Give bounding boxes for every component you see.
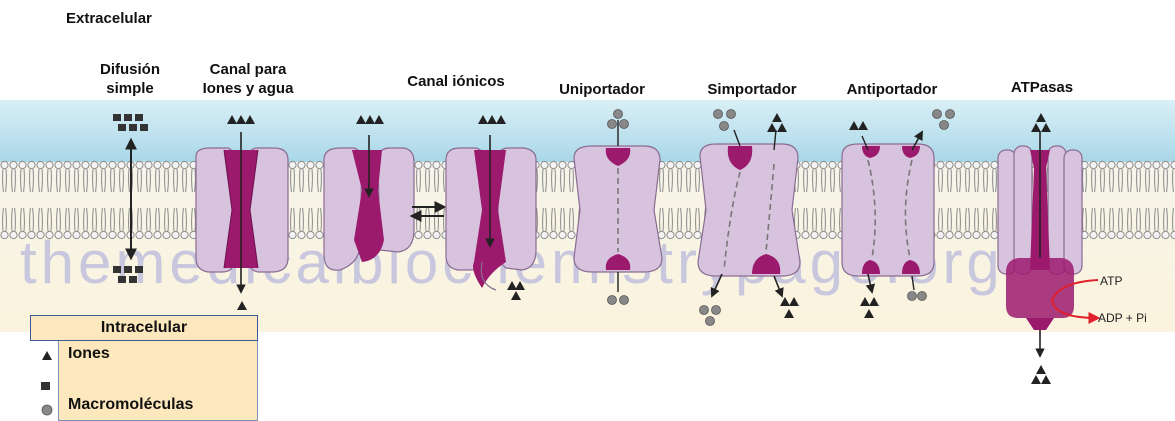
label-difusion-simple: Difusión simple	[92, 60, 168, 98]
adp-label: ADP + Pi	[1098, 311, 1147, 325]
legend-title: Intracelular	[30, 315, 258, 341]
label-uniportador: Uniportador	[546, 80, 658, 99]
label-canal-agua: Canal para Iones y agua	[192, 60, 304, 98]
legend-symbols	[41, 351, 52, 415]
label-atpasas: ATPasas	[1000, 78, 1084, 97]
label-canal-ionicos: Canal iónicos	[396, 72, 516, 91]
macromolecule-circle-symbol	[42, 405, 52, 415]
extracellular-label: Extracelular	[66, 9, 152, 28]
label-antiportador: Antiportador	[834, 80, 950, 99]
legend-item-iones: Iones	[68, 345, 110, 363]
legend-item-macromoleculas: Macromoléculas	[68, 396, 193, 414]
label-simportador: Simportador	[696, 80, 808, 99]
macromolecule-square-symbol	[41, 382, 50, 390]
atp-label: ATP	[1100, 274, 1122, 288]
ion-symbol	[42, 351, 52, 360]
